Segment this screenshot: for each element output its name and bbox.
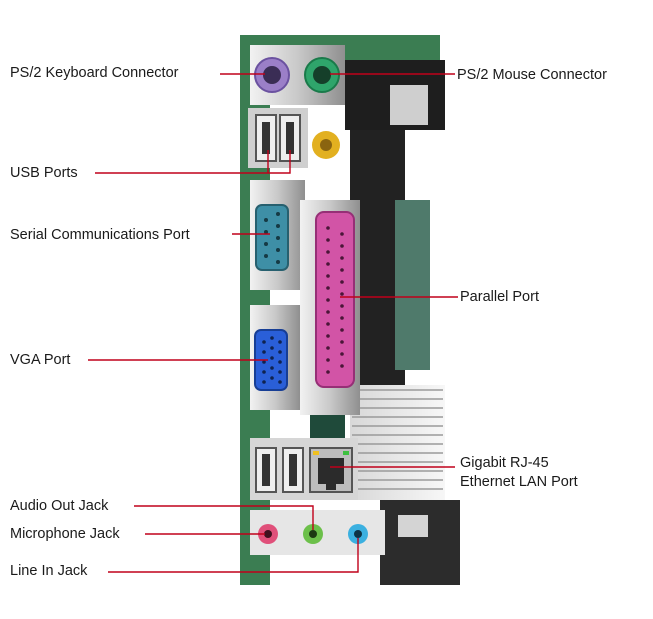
parallel-pin: [340, 280, 344, 284]
parallel-port: [315, 211, 355, 388]
heatsink: [350, 385, 445, 500]
parallel-pin: [340, 316, 344, 320]
ps2-mouse-port: [304, 57, 340, 93]
line-in-jack: [348, 524, 368, 544]
leader-lines: [88, 73, 458, 573]
usb-ports-top: [255, 114, 301, 162]
serial-port: [255, 204, 289, 271]
parallel-pin: [340, 292, 344, 296]
parallel-pin: [326, 262, 330, 266]
label-gigabit-line2: Ethernet LAN Port: [460, 474, 578, 490]
label-gigabit-line1: Gigabit RJ-45: [460, 455, 549, 471]
label-line-in-jack: Line In Jack: [10, 563, 88, 579]
label-audio-out-jack: Audio Out Jack: [10, 498, 109, 514]
parallel-pin: [340, 244, 344, 248]
parallel-pin: [340, 364, 344, 368]
leader-usb-2: [268, 150, 291, 174]
parallel-pin: [326, 274, 330, 278]
label-serial-communications-port: Serial Communications Port: [10, 227, 190, 243]
audio-out-jack: [303, 524, 323, 544]
parallel-pin: [326, 370, 330, 374]
usb-ports-bottom: [255, 447, 304, 493]
parallel-pin: [326, 238, 330, 242]
label-microphone-jack: Microphone Jack: [10, 526, 120, 542]
label-ps2-mouse-connector: PS/2 Mouse Connector: [457, 67, 607, 83]
microphone-jack: [258, 524, 278, 544]
parallel-pin: [326, 358, 330, 362]
vga-port: [254, 329, 288, 391]
rj45-port: [309, 447, 353, 493]
parallel-pin: [326, 298, 330, 302]
leader-audio-out: [134, 505, 314, 530]
parallel-pin: [326, 322, 330, 326]
label-usb-ports: USB Ports: [10, 165, 78, 181]
parallel-pin: [340, 352, 344, 356]
leader-line-in: [108, 538, 359, 573]
parallel-pin: [326, 226, 330, 230]
parallel-pin: [326, 250, 330, 254]
label-parallel-port: Parallel Port: [460, 289, 539, 305]
parallel-pin: [340, 232, 344, 236]
parallel-pin: [340, 256, 344, 260]
parallel-pin: [326, 334, 330, 338]
parallel-pin: [326, 286, 330, 290]
parallel-pin: [326, 346, 330, 350]
parallel-pin: [340, 340, 344, 344]
label-vga-port: VGA Port: [10, 352, 71, 368]
parallel-pin: [326, 310, 330, 314]
parallel-pin: [340, 328, 344, 332]
label-ps2-keyboard-connector: PS/2 Keyboard Connector: [10, 65, 179, 81]
parallel-pin: [340, 268, 344, 272]
parallel-pin: [340, 304, 344, 308]
ps2-keyboard-port: [254, 57, 290, 93]
